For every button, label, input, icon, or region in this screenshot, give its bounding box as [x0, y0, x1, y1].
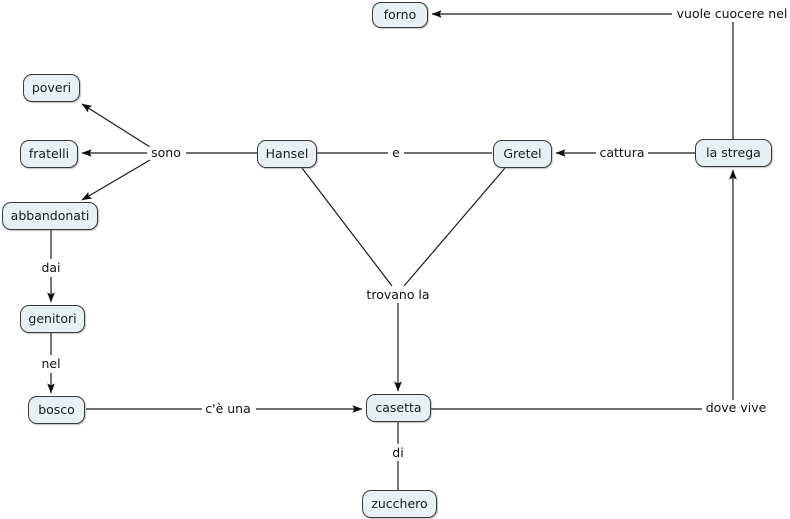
- node-fratelli[interactable]: fratelli: [20, 140, 78, 168]
- node-forno[interactable]: forno: [372, 2, 428, 28]
- node-casetta[interactable]: casetta: [366, 394, 431, 422]
- edges: [47, 10, 737, 490]
- node-genitori[interactable]: genitori: [20, 305, 85, 333]
- node-zucchero[interactable]: zucchero: [362, 490, 437, 518]
- node-gretel[interactable]: Gretel: [493, 140, 552, 168]
- link-label-trovano-la[interactable]: trovano la: [363, 288, 433, 302]
- node-label: fratelli: [28, 145, 70, 161]
- link-label-di[interactable]: di: [389, 446, 407, 460]
- node-label: Gretel: [503, 145, 542, 161]
- node-label: la strega: [706, 144, 761, 160]
- link-label-e[interactable]: e: [389, 146, 403, 160]
- node-label: genitori: [28, 310, 77, 326]
- node-label: abbandonati: [10, 207, 90, 223]
- node-label: Hansel: [265, 145, 309, 161]
- link-label-dai[interactable]: dai: [38, 261, 64, 275]
- link-label-ce-una[interactable]: c'è una: [202, 402, 254, 416]
- node-label: casetta: [375, 399, 422, 415]
- link-label-vuole-cuocere-nel[interactable]: vuole cuocere nel: [673, 7, 790, 21]
- edge-sono-to-poveri: [81, 103, 151, 148]
- link-label-sono[interactable]: sono: [148, 146, 184, 160]
- edge-sono-to-abbandonati: [81, 159, 151, 201]
- node-label: zucchero: [371, 495, 428, 511]
- link-label-nel[interactable]: nel: [38, 357, 64, 371]
- edge-hansel-to-trovano: [301, 167, 393, 287]
- node-hansel[interactable]: Hansel: [257, 140, 317, 168]
- node-bosco[interactable]: bosco: [28, 396, 85, 424]
- node-label: forno: [383, 6, 417, 22]
- node-label: bosco: [38, 401, 75, 417]
- node-poveri[interactable]: poveri: [23, 74, 80, 102]
- link-label-cattura[interactable]: cattura: [596, 146, 648, 160]
- node-abbandonati[interactable]: abbandonati: [2, 202, 98, 230]
- node-label: poveri: [31, 79, 72, 95]
- edge-gretel-to-trovano: [403, 167, 506, 287]
- link-label-dove-vive[interactable]: dove vive: [702, 401, 770, 415]
- node-la-strega[interactable]: la strega: [695, 139, 772, 167]
